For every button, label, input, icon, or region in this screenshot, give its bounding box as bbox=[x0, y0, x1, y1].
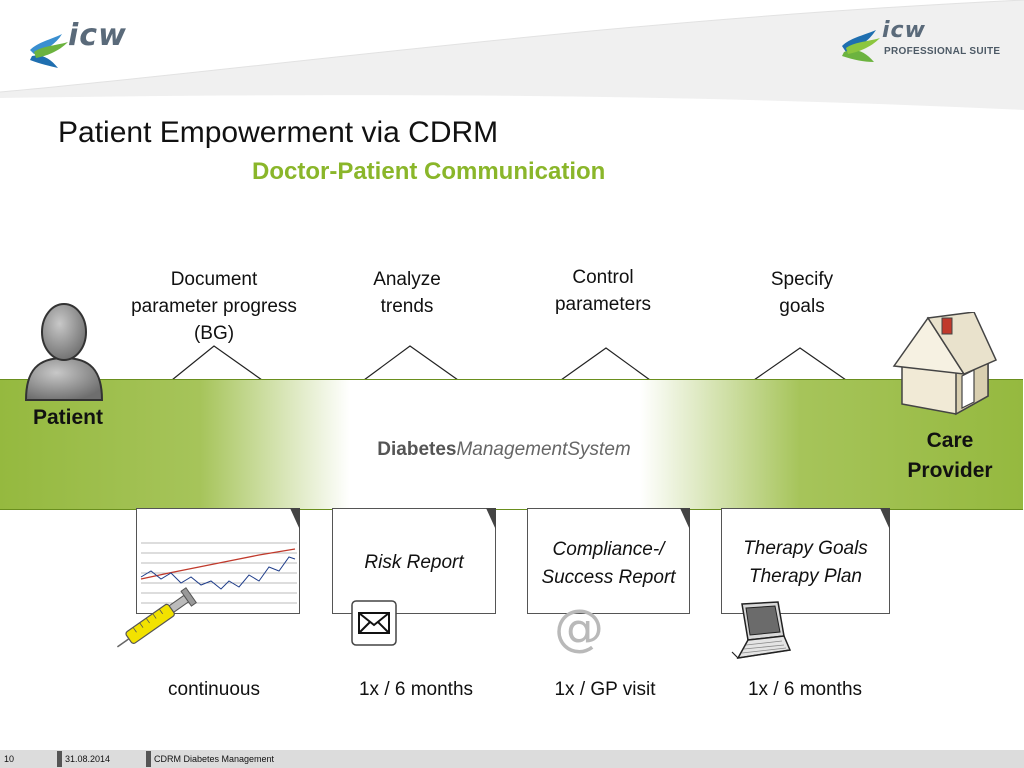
page-fold bbox=[290, 508, 300, 530]
band-label-bold: Diabetes bbox=[377, 439, 457, 460]
step-label-analyze: Analyze trends bbox=[373, 269, 441, 317]
therapy-plan-text: Therapy Goals Therapy Plan bbox=[743, 538, 868, 587]
band-label-italic: ManagementSystem bbox=[456, 439, 631, 460]
step-arrow-2 bbox=[363, 345, 459, 381]
document-progress-chart bbox=[136, 508, 300, 614]
step-arrow-4 bbox=[753, 347, 847, 381]
patient-person-icon bbox=[24, 303, 104, 401]
footer-title: CDRM Diabetes Management bbox=[154, 754, 275, 764]
laptop-icon bbox=[731, 601, 792, 659]
page-fold bbox=[680, 508, 690, 530]
envelope-icon bbox=[351, 600, 397, 646]
page-title: Patient Empowerment via CDRM bbox=[58, 116, 499, 149]
footer-bar: 10 31.08.2014 CDRM Diabetes Management bbox=[0, 750, 1024, 768]
footer-separator bbox=[57, 751, 62, 767]
icw-logo-right: icw PROFESSIONAL SUITE bbox=[840, 18, 1010, 74]
frequency-gp-visit: 1x / GP visit bbox=[554, 679, 656, 700]
compliance-report-text: Compliance-/ Success Report bbox=[541, 539, 676, 588]
logo-right-text: icw bbox=[882, 18, 926, 43]
step-label-document: Document parameter progress (BG) bbox=[131, 269, 297, 344]
footer-date: 31.08.2014 bbox=[65, 754, 111, 764]
footer-page-number: 10 bbox=[4, 754, 15, 764]
step-label-specify: Specify goals bbox=[770, 269, 834, 317]
page-fold bbox=[486, 508, 496, 530]
frequency-risk-report: 1x / 6 months bbox=[358, 679, 474, 700]
step-arrow-3 bbox=[560, 347, 651, 381]
logo-mark-right-icon bbox=[842, 30, 880, 62]
frequency-continuous: continuous bbox=[168, 679, 260, 700]
progress-chart-icon bbox=[140, 542, 297, 604]
footer-separator bbox=[146, 751, 151, 767]
care-provider-label: Care Provider bbox=[907, 429, 993, 482]
step-arrows bbox=[171, 345, 847, 381]
step-arrow-1 bbox=[171, 345, 263, 381]
document-risk-report: Risk Report bbox=[332, 508, 496, 614]
syringe-icon bbox=[116, 587, 197, 648]
page-fold bbox=[880, 508, 890, 530]
frequency-therapy-plan: 1x / 6 months bbox=[747, 679, 863, 700]
page-subtitle: Doctor-Patient Communication bbox=[252, 158, 606, 185]
diabetes-management-band bbox=[0, 379, 1023, 510]
document-therapy-plan: Therapy Goals Therapy Plan bbox=[721, 508, 890, 614]
logo-mark-icon bbox=[30, 34, 68, 68]
risk-report-text: Risk Report bbox=[364, 552, 464, 573]
patient-label: Patient bbox=[32, 406, 103, 429]
logo-right-suite: PROFESSIONAL SUITE bbox=[884, 46, 1001, 57]
care-provider-house-icon bbox=[892, 312, 997, 416]
logo-left-text: icw bbox=[68, 18, 127, 53]
document-compliance-report: Compliance-/ Success Report bbox=[527, 508, 690, 614]
band-label: DiabetesManagementSystem bbox=[0, 439, 1008, 461]
header-swoosh bbox=[0, 0, 1024, 110]
icw-logo-left: icw bbox=[28, 14, 138, 74]
step-label-control: Control parameters bbox=[554, 267, 652, 315]
at-sign-icon: @ bbox=[554, 599, 604, 657]
